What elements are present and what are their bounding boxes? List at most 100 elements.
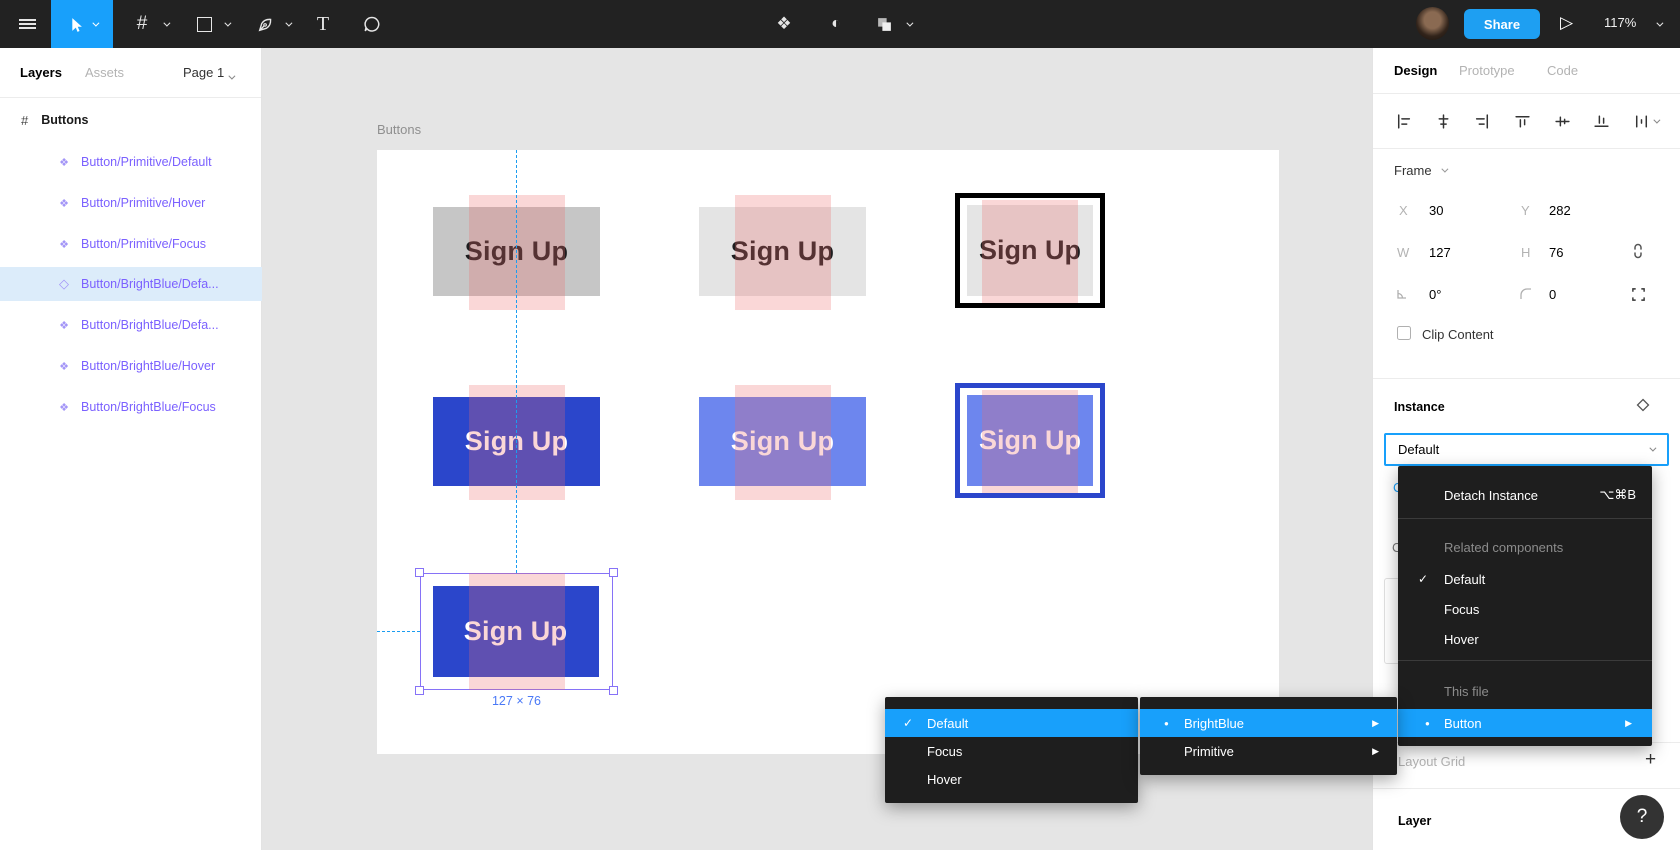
page-selector[interactable]: Page 1 [183, 65, 225, 80]
mask-button[interactable]: ◐ [818, 0, 854, 48]
menu-item-focus[interactable]: Focus [1398, 594, 1652, 624]
frame-type-chevron[interactable] [1441, 165, 1449, 173]
align-horizontal-center-icon[interactable] [1435, 113, 1452, 130]
align-right-icon[interactable] [1474, 113, 1491, 130]
shape-tool-button[interactable] [188, 0, 220, 48]
y-input[interactable]: 282 [1549, 203, 1571, 218]
tab-layers[interactable]: Layers [20, 65, 62, 80]
w-label: W [1397, 245, 1410, 260]
center-alignment-guide [516, 150, 517, 573]
rotation-input[interactable]: 0° [1429, 287, 1442, 302]
frame-title[interactable]: Buttons [377, 122, 422, 137]
constrain-proportions-icon[interactable] [1631, 241, 1645, 261]
occluded-link-fragment: C [1393, 480, 1400, 495]
submenu-arrow-icon: ▶ [1372, 745, 1379, 756]
align-bottom-icon[interactable] [1593, 113, 1610, 130]
x-input[interactable]: 30 [1429, 203, 1444, 218]
menu-item-hover[interactable]: Hover [885, 765, 1138, 793]
h-label: H [1521, 245, 1531, 260]
pen-tool-button[interactable] [248, 0, 282, 48]
padding-highlight [469, 385, 565, 500]
zoom-menu-chevron[interactable] [1648, 0, 1668, 48]
frame-section-title[interactable]: Frame [1394, 163, 1432, 178]
instance-icon: ◇ [59, 276, 69, 291]
button-text: Sign Up [979, 425, 1081, 455]
layer-label: Button/Primitive/Default [81, 155, 212, 169]
user-avatar[interactable] [1416, 7, 1449, 40]
instance-variant-dropdown[interactable]: Default [1384, 433, 1669, 466]
rectangle-icon [196, 16, 212, 32]
help-button[interactable]: ? [1620, 795, 1664, 839]
signup-button-brightblue-focus[interactable]: Sign Up [955, 383, 1105, 498]
layer-row-component[interactable]: ❖Button/BrightBlue/Focus [0, 390, 262, 424]
layer-row-component[interactable]: ❖Button/Primitive/Hover [0, 186, 262, 220]
align-vertical-center-icon[interactable] [1554, 113, 1571, 130]
layer-row-component[interactable]: ❖Button/Primitive/Default [0, 145, 262, 179]
tab-code[interactable]: Code [1547, 63, 1579, 78]
main-menu-button[interactable] [9, 0, 45, 48]
boolean-groups-button[interactable] [868, 0, 900, 48]
section-divider [1373, 378, 1680, 379]
menu-item-default[interactable]: ✓ Default [885, 709, 1138, 737]
clip-content-label: Clip Content [1422, 327, 1494, 342]
layer-row-component[interactable]: ❖Button/BrightBlue/Hover [0, 349, 262, 383]
layer-row-frame[interactable]: # Buttons [0, 104, 262, 136]
submenu-arrow-icon: ▶ [1372, 717, 1379, 728]
text-tool-button[interactable]: T [305, 0, 341, 48]
add-layout-grid-button[interactable]: + [1645, 749, 1657, 770]
selection-handle[interactable] [609, 568, 618, 577]
shape-tool-chevron[interactable] [218, 0, 234, 48]
menu-item-default[interactable]: ✓ Default [1398, 564, 1652, 594]
button-text: Sign Up [463, 615, 568, 646]
corner-radius-input[interactable]: 0 [1549, 287, 1557, 302]
menu-item-primitive[interactable]: Primitive ▶ [1140, 737, 1397, 765]
chevron-down-icon[interactable] [92, 19, 100, 27]
frame-tool-button[interactable]: # [124, 0, 160, 48]
padding-highlight [735, 385, 831, 500]
left-alignment-guide [377, 631, 420, 632]
signup-button-selected[interactable]: Sign Up [432, 585, 599, 677]
dropdown-chevron-icon [1649, 444, 1657, 452]
comment-tool-button[interactable] [352, 0, 392, 48]
signup-button-primitive-focus[interactable]: Sign Up [955, 193, 1105, 308]
swap-instance-icon[interactable] [1635, 397, 1651, 413]
zoom-level[interactable]: 117% [1604, 15, 1637, 30]
layer-label: Button/BrightBlue/Focus [81, 400, 216, 414]
boolean-chevron[interactable] [900, 0, 916, 48]
tidy-up-button[interactable] [1633, 113, 1661, 130]
h-input[interactable]: 76 [1549, 245, 1564, 260]
distribute-icon [1635, 114, 1647, 128]
tab-assets[interactable]: Assets [85, 65, 125, 80]
layer-row-instance-selected[interactable]: ◇Button/BrightBlue/Defa... [0, 267, 262, 301]
page-chevron-icon[interactable] [228, 68, 236, 83]
menu-item-brightblue[interactable]: ● BrightBlue ▶ [1140, 709, 1397, 737]
instance-section-title: Instance [1394, 400, 1445, 414]
present-button[interactable]: ▷ [1560, 13, 1573, 33]
move-tool-button[interactable] [51, 0, 113, 48]
width-input[interactable]: 127 [1429, 245, 1451, 260]
selection-handle[interactable] [415, 568, 424, 577]
menu-item-hover[interactable]: Hover [1398, 624, 1652, 654]
menu-item-button-component[interactable]: ● Button ▶ [1398, 709, 1652, 737]
align-left-icon[interactable] [1395, 113, 1412, 130]
pen-tool-chevron[interactable] [279, 0, 295, 48]
align-top-icon[interactable] [1514, 113, 1531, 130]
selection-handle[interactable] [609, 686, 618, 695]
selection-handle[interactable] [415, 686, 424, 695]
menu-item-focus[interactable]: Focus [885, 737, 1138, 765]
layer-row-component[interactable]: ❖Button/BrightBlue/Defa... [0, 308, 262, 342]
share-button[interactable]: Share [1464, 9, 1540, 39]
layer-label: Button/BrightBlue/Hover [81, 359, 216, 373]
layer-row-component[interactable]: ❖Button/Primitive/Focus [0, 227, 262, 261]
menu-item-detach-instance[interactable]: Detach Instance ⌥⌘B [1398, 480, 1652, 510]
frame-tool-chevron[interactable] [157, 0, 173, 48]
clip-content-checkbox[interactable] [1397, 326, 1411, 340]
selected-instance[interactable]: Sign Up [415, 568, 618, 695]
signup-button-primitive-hover[interactable]: Sign Up [699, 207, 866, 296]
tab-design[interactable]: Design [1394, 63, 1438, 78]
create-component-button[interactable]: ❖ [766, 0, 802, 48]
bullet-icon: ● [1164, 718, 1169, 728]
signup-button-brightblue-hover[interactable]: Sign Up [699, 397, 866, 486]
independent-corners-icon[interactable] [1631, 287, 1646, 302]
tab-prototype[interactable]: Prototype [1459, 63, 1515, 78]
